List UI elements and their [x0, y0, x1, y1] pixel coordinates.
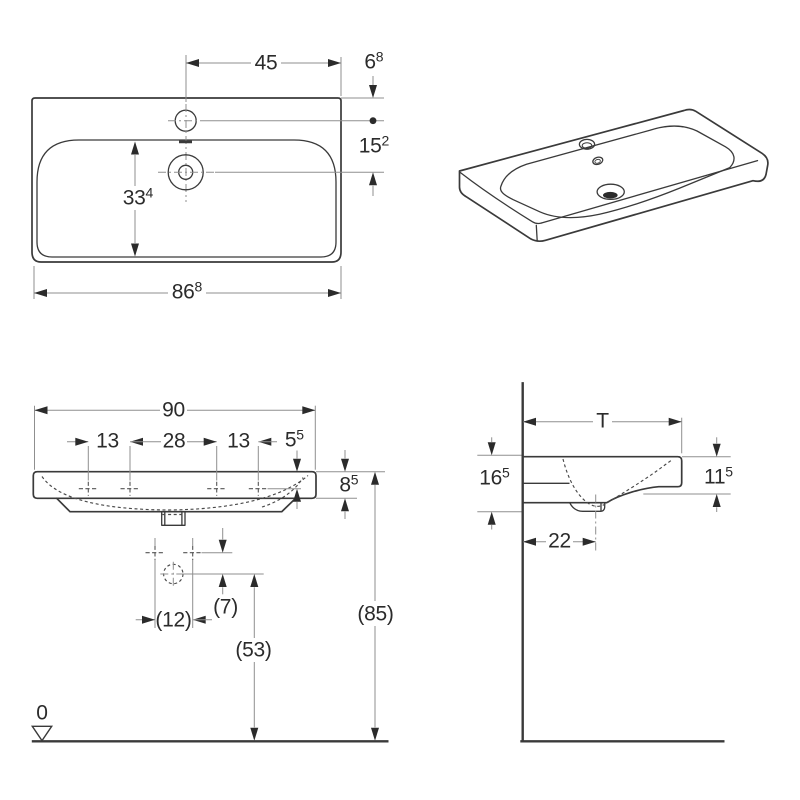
dim-6-8-label: 68	[364, 48, 384, 73]
side-bowl-hidden-curve	[562, 458, 673, 507]
dimension-8-5	[316, 450, 385, 519]
side-trap-cover	[569, 502, 606, 512]
plan-drain-outer	[167, 154, 204, 191]
dim-28-label: 28	[162, 429, 186, 453]
persp-silhouette	[458, 108, 769, 243]
dimension-15-2	[369, 172, 377, 196]
dim-22-label: 22	[548, 529, 571, 553]
side-basin-outline	[522, 455, 683, 504]
dimension-53	[184, 573, 264, 741]
persp-front-corner-edge	[535, 224, 538, 242]
front-drain-boss	[161, 511, 186, 526]
dimension-6-8	[369, 76, 377, 98]
plan-view	[31, 55, 384, 299]
front-bowl-hidden-curve	[41, 475, 309, 511]
dim-53-label: (53)	[235, 638, 272, 662]
persp-overflow-hole	[592, 156, 604, 166]
dimension-11-5	[643, 437, 731, 512]
front-rim-outline	[32, 470, 317, 500]
dim-45-label: 45	[254, 51, 278, 74]
plan-basin-outline	[31, 97, 342, 263]
perspective-view	[458, 108, 769, 243]
persp-drain-hole-shadow	[603, 191, 618, 199]
dim-13-left-label: 13	[96, 429, 119, 453]
persp-faucet-hole	[578, 138, 596, 150]
drain-pipe-circle	[160, 561, 187, 587]
dimension-45	[186, 59, 341, 67]
dim-15-2-label: 152	[358, 132, 390, 158]
persp-front-left-edge	[459, 171, 543, 225]
front-view	[30, 405, 389, 743]
dim-86-8-label: 868	[171, 278, 203, 304]
dim-T-label: T	[596, 409, 609, 432]
dim-12-label: (12)	[155, 608, 192, 631]
dim-11-5-label: 115	[704, 463, 733, 489]
datum-triangle	[30, 725, 54, 742]
dimension-16-5	[477, 437, 522, 530]
dimension-85-floor	[371, 471, 379, 741]
trap-fixing-crosses	[145, 538, 203, 560]
dimension-33-4	[131, 141, 139, 257]
persp-faucet-hole-inner	[581, 142, 593, 149]
dimension-5-5	[293, 450, 301, 509]
dim-13-right-label: 13	[227, 429, 250, 453]
persp-overflow-hole-inner	[594, 158, 601, 164]
persp-drain-hole	[596, 183, 625, 201]
dimension-hole-spacing	[67, 437, 277, 446]
dim-16-5-label: 165	[479, 464, 510, 489]
dimension-22	[523, 537, 596, 546]
dim-85-label: (85)	[357, 602, 394, 625]
plan-bowl-outline	[36, 139, 337, 258]
dimension-90	[34, 406, 316, 415]
dim-7-label: (7)	[213, 595, 238, 619]
datum-zero-label: 0	[36, 701, 48, 724]
fixing-hole-crosses	[78, 481, 268, 496]
dimension-T	[523, 417, 683, 454]
front-underside-outline	[55, 497, 297, 513]
dimension-origin-dot	[369, 117, 377, 125]
side-view	[477, 382, 731, 743]
persp-bowl-outline	[499, 125, 735, 219]
dim-90-label: 90	[162, 398, 185, 421]
dimension-12	[135, 558, 212, 628]
dimension-7	[201, 528, 233, 595]
dim-5-5-label: 55	[284, 426, 305, 452]
dimension-86-8	[34, 289, 341, 297]
dim-33-4-label: 334	[122, 184, 154, 210]
dim-8-5-label: 85	[339, 471, 359, 496]
